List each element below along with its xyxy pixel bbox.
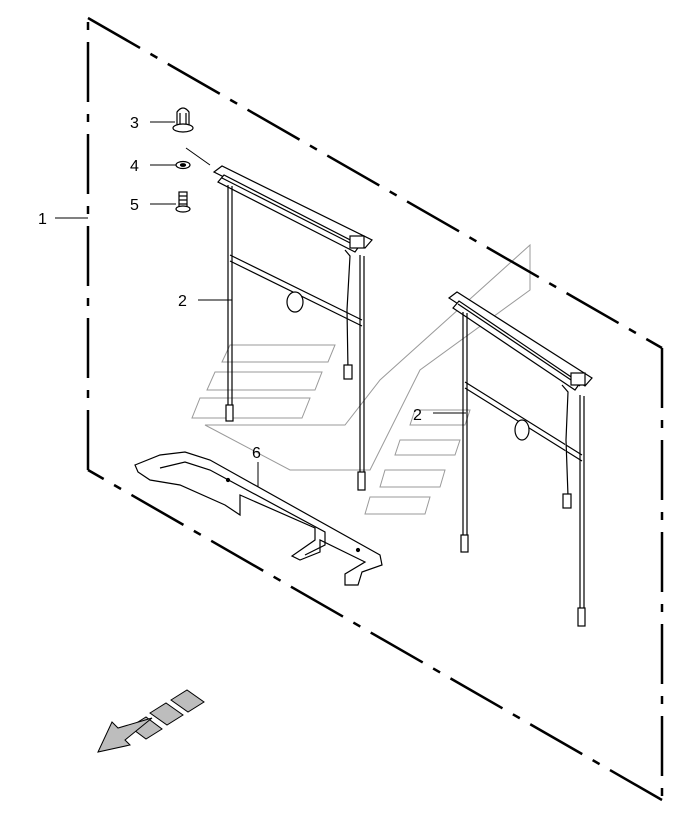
mounting-template-part-6	[134, 451, 383, 586]
sunblind-assembly-right	[447, 291, 593, 627]
callout-1: 1	[38, 211, 47, 228]
washer-part-4	[175, 160, 191, 170]
sunblind-assembly-left	[212, 165, 373, 491]
callout-2-left: 2	[178, 293, 187, 310]
callout-5: 5	[130, 197, 139, 214]
callout-4: 4	[130, 158, 139, 175]
direction-arrow	[97, 689, 205, 753]
leader-lines	[55, 121, 466, 490]
callout-labels: 1 2 2 3 4 5 6	[38, 115, 422, 462]
kit-boundary	[86, 16, 664, 802]
callout-3: 3	[130, 115, 139, 132]
watermark-logo	[191, 243, 531, 515]
screw-part-5	[175, 191, 191, 213]
callout-6: 6	[252, 445, 261, 462]
clip-nut-part-3	[172, 107, 194, 133]
callout-2-right: 2	[413, 407, 422, 424]
